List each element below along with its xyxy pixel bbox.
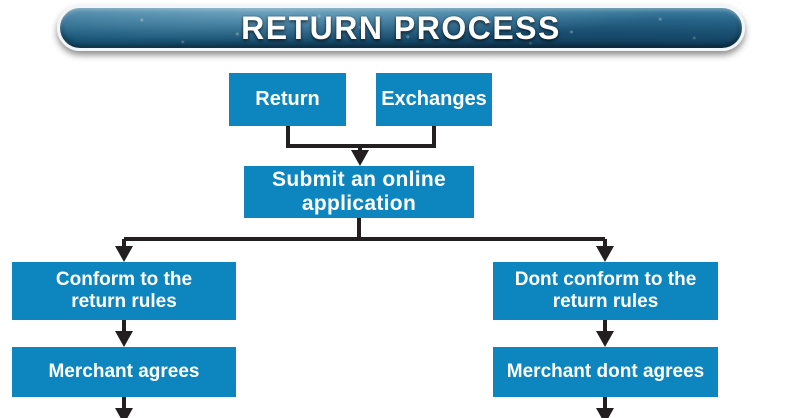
node-return[interactable]: Return bbox=[229, 73, 346, 126]
arrowhead-to-conform bbox=[115, 246, 133, 262]
node-merchant-dont-agrees[interactable]: Merchant dont agrees bbox=[493, 347, 718, 397]
title-banner: RETURN PROCESS bbox=[57, 5, 745, 51]
node-return-label: Return bbox=[255, 88, 320, 110]
arrowhead-to-submit bbox=[351, 150, 369, 166]
node-dont-conform-label-line1: Dont conform to the bbox=[514, 269, 697, 291]
node-merchant-agrees-label: Merchant agrees bbox=[48, 361, 200, 383]
node-dont-conform-label-line2: return rules bbox=[552, 291, 659, 312]
node-dont-conform-to-return-rules[interactable]: Dont conform to the return rules bbox=[493, 262, 718, 320]
node-conform-label-line1: Conform to the bbox=[55, 269, 193, 291]
arrowhead-to-merchant-agrees bbox=[115, 331, 133, 347]
arrowhead-to-dont-conform bbox=[596, 246, 614, 262]
node-merchant-agrees[interactable]: Merchant agrees bbox=[12, 347, 236, 397]
node-submit-application[interactable]: Submit an online application bbox=[244, 166, 474, 218]
page-title: RETURN PROCESS bbox=[241, 9, 561, 46]
arrowhead-to-merchant-dont-agrees bbox=[596, 331, 614, 347]
node-merchant-dont-agrees-label: Merchant dont agrees bbox=[506, 361, 705, 383]
arrowhead-below-merchant-dont-agrees bbox=[596, 408, 614, 418]
node-conform-text: Conform to the return rules bbox=[56, 269, 192, 313]
node-exchanges[interactable]: Exchanges bbox=[376, 73, 492, 126]
node-submit-label-line2: application bbox=[301, 192, 417, 215]
node-dont-conform-text: Dont conform to the return rules bbox=[515, 269, 697, 313]
node-submit-label-line1: Submit an online bbox=[272, 167, 446, 191]
node-submit-text: Submit an online application bbox=[272, 168, 446, 216]
node-conform-to-return-rules[interactable]: Conform to the return rules bbox=[12, 262, 236, 320]
node-exchanges-label: Exchanges bbox=[381, 88, 487, 110]
arrowhead-below-merchant-agrees bbox=[115, 408, 133, 418]
node-conform-label-line2: return rules bbox=[71, 291, 177, 312]
